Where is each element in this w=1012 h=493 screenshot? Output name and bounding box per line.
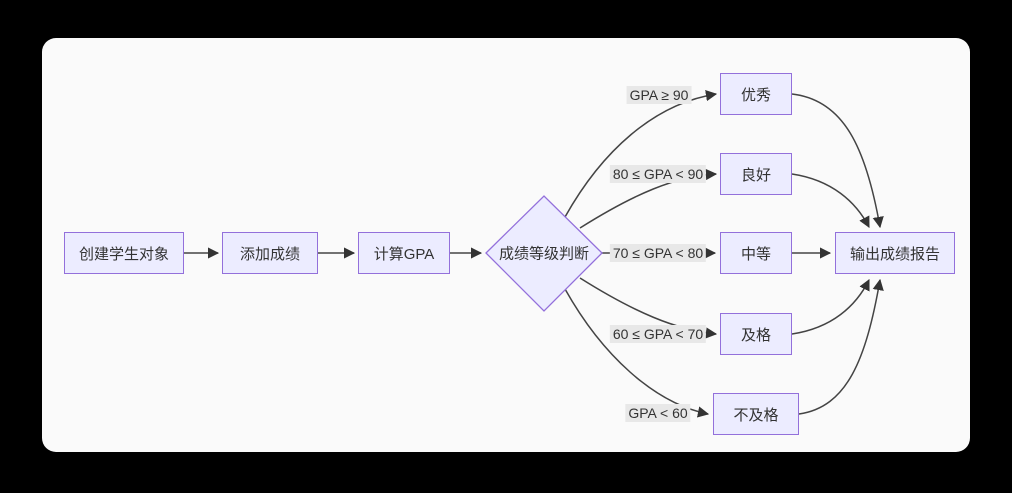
edge-label-70-le-gpa-lt-80: 70 ≤ GPA < 80 [609,244,707,262]
node-good: 良好 [720,153,792,195]
edge-judge-excellent [564,90,718,218]
edge-label-60-le-gpa-lt-70: 60 ≤ GPA < 70 [609,325,707,343]
node-fail: 不及格 [713,393,799,435]
diagram-panel: 创建学生对象 添加成绩 计算GPA 成绩等级判断 优秀 良好 中等 及格 不及格… [42,38,970,452]
node-add-score: 添加成绩 [222,232,318,274]
edge-excellent-report [791,93,884,229]
edge-pass-report [791,278,870,335]
edge-fail-report [798,278,884,415]
node-calc-gpa: 计算GPA [358,232,450,274]
node-medium: 中等 [720,232,792,274]
node-output-report: 输出成绩报告 [835,232,955,274]
node-excellent: 优秀 [720,73,792,115]
node-grade-decision: 成绩等级判断 [498,245,590,263]
edge-label-80-le-gpa-lt-90: 80 ≤ GPA < 90 [609,165,707,183]
node-pass: 及格 [720,313,792,355]
edge-good-report [791,173,870,228]
node-create-student: 创建学生对象 [64,232,184,274]
edge-label-gpa-ge-90: GPA ≥ 90 [626,86,692,104]
decision-diamond-shape [485,195,603,312]
edge-judge-fail [564,288,710,418]
edge-label-gpa-lt-60: GPA < 60 [625,404,691,422]
